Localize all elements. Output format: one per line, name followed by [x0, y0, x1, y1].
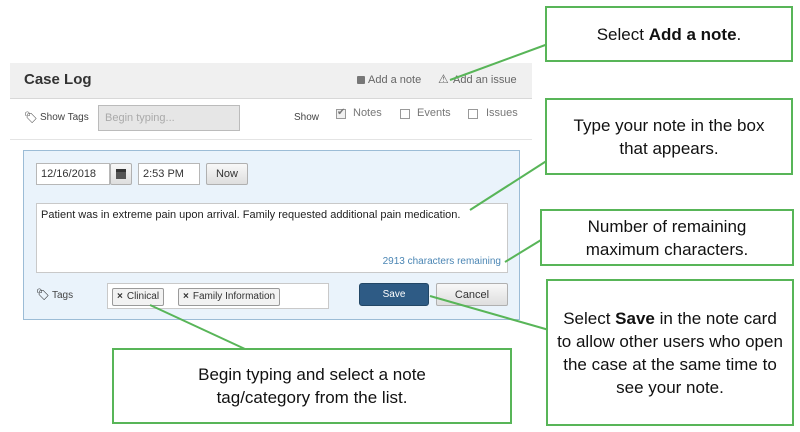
- warning-icon: ⚠: [438, 72, 449, 86]
- now-button[interactable]: Now: [206, 163, 248, 185]
- note-card: 12/16/2018 2:53 PM Now Patient was in ex…: [23, 150, 520, 320]
- tags-label: Tags: [52, 290, 74, 301]
- events-checkbox[interactable]: [400, 109, 410, 119]
- tags-input[interactable]: ×Clinical ×Family Information: [107, 283, 329, 309]
- callout-add-note-pre: Select: [596, 24, 649, 44]
- show-tags-label: Show Tags: [40, 112, 89, 123]
- add-note-label: Add a note: [368, 74, 422, 86]
- case-log-header: Case Log Add a note ⚠ Add an issue: [10, 63, 532, 99]
- note-text: Patient was in extreme pain upon arrival…: [41, 209, 461, 221]
- save-button[interactable]: Save: [359, 283, 429, 306]
- callout-save-pre: Select: [563, 308, 616, 328]
- remove-tag-icon[interactable]: ×: [117, 291, 123, 302]
- note-textarea[interactable]: Patient was in extreme pain upon arrival…: [36, 203, 508, 273]
- callout-remaining-text: Number of remaining maximum characters.: [585, 216, 749, 259]
- issues-filter-label: Issues: [486, 107, 518, 119]
- tag-chip-label: Family Information: [192, 291, 276, 302]
- calendar-icon: [116, 169, 126, 179]
- add-issue-link[interactable]: ⚠ Add an issue: [438, 72, 528, 90]
- case-log-title: Case Log: [24, 71, 92, 88]
- issues-checkbox[interactable]: [468, 109, 478, 119]
- remove-tag-icon[interactable]: ×: [183, 291, 189, 302]
- tags-filter-input[interactable]: Begin typing...: [98, 105, 240, 131]
- tag-chip-label: Clinical: [126, 291, 160, 302]
- show-label: Show: [294, 112, 320, 123]
- callout-save: Select Save in the note card to allow ot…: [546, 279, 794, 426]
- note-icon: [357, 76, 365, 84]
- callout-type-note: Type your note in the box that appears.: [545, 98, 793, 175]
- callout-add-note-post: .: [736, 24, 742, 44]
- time-field[interactable]: 2:53 PM: [138, 163, 200, 185]
- cancel-button[interactable]: Cancel: [436, 283, 508, 306]
- callout-tags-text: Begin typing and select a note tag/categ…: [198, 365, 426, 407]
- tag-icon: 🏷: [24, 112, 38, 124]
- date-field[interactable]: 12/16/2018: [36, 163, 110, 185]
- add-issue-label: Add an issue: [453, 74, 517, 86]
- tag-icon: 🏷: [36, 289, 50, 301]
- notes-checkbox[interactable]: [336, 107, 346, 119]
- events-filter-label: Events: [417, 107, 451, 119]
- tag-chip-clinical[interactable]: ×Clinical: [112, 288, 165, 306]
- notes-filter-label: Notes: [353, 107, 382, 119]
- callout-add-note-bold: Add a note: [648, 24, 737, 44]
- tag-chip-family-information[interactable]: ×Family Information: [178, 288, 281, 306]
- callout-tags: Begin typing and select a note tag/categ…: [112, 348, 512, 424]
- add-note-link[interactable]: Add a note: [355, 72, 435, 90]
- callout-save-bold: Save: [615, 308, 655, 328]
- callout-add-note: Select Add a note.: [545, 6, 793, 62]
- callout-type-note-text: Type your note in the box that appears.: [573, 115, 765, 158]
- tags-filter-bar: 🏷 Show Tags Begin typing... Show Notes E…: [10, 99, 532, 140]
- callout-remaining: Number of remaining maximum characters.: [540, 209, 794, 266]
- characters-remaining: 2913 characters remaining: [382, 256, 501, 267]
- callout-save-post: in the note card to allow other users wh…: [557, 308, 783, 397]
- calendar-button[interactable]: [110, 163, 132, 185]
